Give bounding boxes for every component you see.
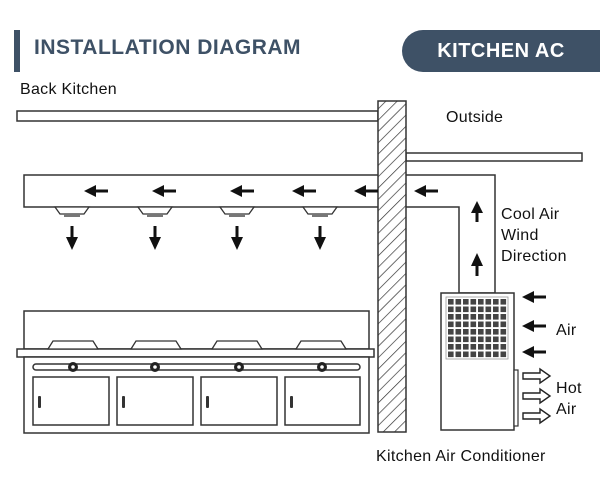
stove-burners [46,340,348,350]
arrow-up-icon [471,253,483,276]
hatched-wall [377,100,407,433]
hot-air-label: Hot Air [556,378,582,420]
hollow-arrow-right-icon [522,367,552,385]
hollow-arrow-right-icon [522,407,552,425]
outside-label: Outside [446,109,504,126]
counter-top [16,348,375,358]
control-rail [32,363,361,371]
arrow-up-icon [471,201,483,222]
cool-air-label: Cool Air Wind Direction [501,204,567,267]
hot-air-line-1: Hot [556,380,582,397]
arrow-left-icon [152,185,176,197]
arrow-down-icon [149,226,161,250]
arrow-left-icon [522,291,546,303]
ceiling-vents [53,206,339,250]
hollow-arrow-right-icon [522,387,552,405]
air-intake-label: Air [556,322,577,339]
ac-grille-vents [448,299,507,358]
cabinet-door [284,376,361,426]
duct-flow-arrows [84,185,438,197]
cabinet-door [200,376,278,426]
ceiling-vent [218,206,256,217]
burner [210,340,264,350]
cabinet-doors [32,376,361,426]
arrow-down-icon [66,226,78,250]
ceiling-vent [53,206,91,217]
burner [129,340,183,350]
cabinet-door [116,376,194,426]
title-accent-bar [14,30,20,72]
kitchen-air-conditioner-unit [440,292,519,431]
arrow-left-icon [522,320,546,332]
arrow-down-icon [314,226,326,250]
riser-arrows [471,201,483,276]
burner [294,340,348,350]
kitchen-counter [16,310,375,434]
diagram-title: INSTALLATION DIAGRAM [34,36,302,59]
arrow-left-icon [84,185,108,197]
cool-air-line-3: Direction [501,248,567,265]
ceiling-vent [136,206,174,217]
cabinet-door [32,376,110,426]
arrow-left-icon [230,185,254,197]
ac-unit-grille [445,296,509,360]
arrow-left-icon [522,346,546,358]
arrow-down-icon [231,226,243,250]
kitchen-air-conditioner-label: Kitchen Air Conditioner [376,448,546,465]
arrow-left-icon [414,185,438,197]
hot-air-arrows [522,367,552,425]
kitchen-ac-badge: KITCHEN AC [402,30,600,72]
ceiling-vent [301,206,339,217]
cool-air-line-2: Wind [501,227,539,244]
ac-side-vent [513,369,519,427]
cool-air-line-1: Cool Air [501,206,560,223]
burner [46,340,100,350]
outside-roof-line [405,152,583,162]
arrow-left-icon [354,185,378,197]
stove-knobs [68,362,327,372]
air-intake-arrows [522,291,546,358]
arrow-left-icon [292,185,316,197]
back-kitchen-label: Back Kitchen [20,81,117,98]
hot-air-line-2: Air [556,401,577,418]
back-kitchen-ceiling [16,110,379,122]
